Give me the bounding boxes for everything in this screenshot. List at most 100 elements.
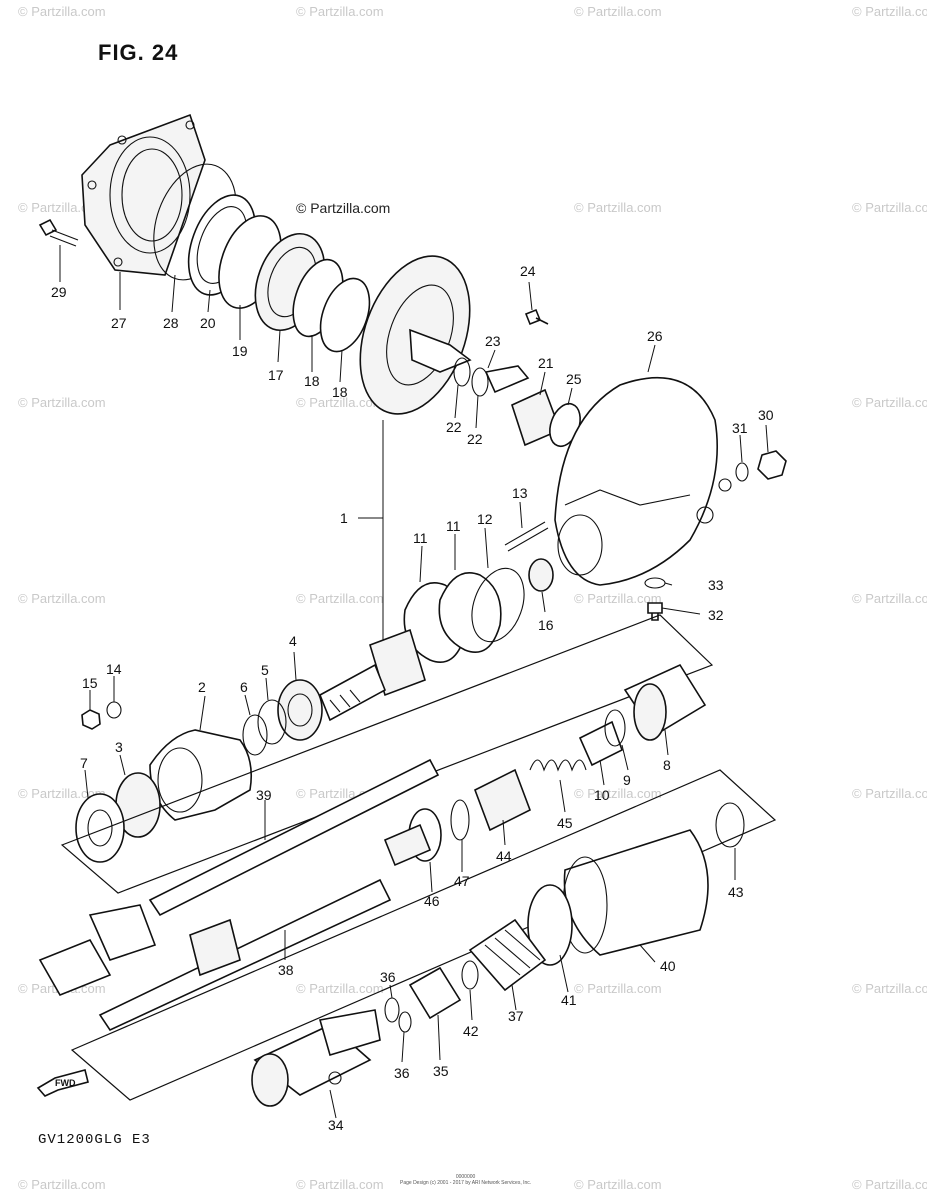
callout-2: 2 <box>198 679 206 695</box>
part-10-yoke <box>578 720 623 767</box>
callout-37: 37 <box>508 1008 524 1024</box>
part-44-damper-cam <box>473 768 532 832</box>
callout-39: 39 <box>256 787 272 803</box>
part-2-bearing-housing <box>149 729 253 821</box>
fwd-label: FWD <box>55 1078 76 1088</box>
callout-7: 7 <box>80 755 88 771</box>
callout-10: 10 <box>594 787 610 803</box>
part-42-circlip <box>461 960 479 990</box>
part-9-seal <box>604 709 626 747</box>
callout-34: 34 <box>328 1117 344 1133</box>
watermark: © Partzilla.com <box>18 395 106 410</box>
part-34-universal-joint <box>251 1009 381 1107</box>
part-43-o-ring <box>715 802 745 848</box>
watermark: © Partzilla.com <box>852 981 927 996</box>
footer-copyright: Page Design (c) 2001 - 2017 by ARI Netwo… <box>400 1180 532 1186</box>
watermark: © Partzilla.com <box>18 786 106 801</box>
part-6-shim <box>242 714 268 756</box>
callout-22b: 22 <box>467 431 483 447</box>
part-14-washer <box>106 701 122 719</box>
callout-5: 5 <box>261 662 269 678</box>
callout-33: 33 <box>708 577 724 593</box>
watermark: © Partzilla.com <box>296 981 384 996</box>
callout-32: 32 <box>708 607 724 623</box>
part-15-nut <box>81 709 101 730</box>
part-36-circlip <box>384 997 400 1023</box>
callout-38: 38 <box>278 962 294 978</box>
copyright-notice: © Partzilla.com <box>296 200 391 216</box>
callout-24: 24 <box>520 263 536 279</box>
callout-14: 14 <box>106 661 122 677</box>
part-1-ring-gear <box>359 255 472 415</box>
page-footer: 0000000 Page Design (c) 2001 - 2017 by A… <box>400 1174 531 1186</box>
footer-code: 0000000 <box>455 1174 476 1180</box>
watermark: © Partzilla.com <box>852 786 927 801</box>
forward-arrow-icon <box>36 1069 89 1097</box>
callout-26: 26 <box>647 328 663 344</box>
callout-25: 25 <box>566 371 582 387</box>
part-22-shim-2 <box>471 367 489 397</box>
part-1-pinion-gear <box>318 628 426 722</box>
watermark: © Partzilla.com <box>574 4 662 19</box>
watermark: © Partzilla.com <box>574 1177 662 1192</box>
part-31-gasket <box>735 462 749 482</box>
callout-13: 13 <box>512 485 528 501</box>
callout-1: 1 <box>340 510 348 526</box>
callout-30: 30 <box>758 407 774 423</box>
callout-16: 16 <box>538 617 554 633</box>
callout-36a: 36 <box>380 969 396 985</box>
callout-18b: 18 <box>332 384 348 400</box>
watermark: © Partzilla.com <box>852 1177 927 1192</box>
watermark: © Partzilla.com <box>852 591 927 606</box>
callout-27: 27 <box>111 315 127 331</box>
watermark: © Partzilla.com <box>852 395 927 410</box>
part-37-boot <box>468 918 547 992</box>
part-41-seal <box>527 884 573 966</box>
part-36-circlip-2 <box>398 1011 412 1033</box>
callout-4: 4 <box>289 633 297 649</box>
callout-45: 45 <box>557 815 573 831</box>
watermark: © Partzilla.com <box>296 4 384 19</box>
part-23-lock-plate <box>484 365 530 394</box>
part-39-propeller-shaft <box>148 758 440 917</box>
callout-12: 12 <box>477 511 493 527</box>
callout-labels: 1 2 3 4 5 6 7 8 9 10 11 11 12 13 14 15 1… <box>51 263 774 1133</box>
callout-29: 29 <box>51 284 67 300</box>
callout-18a: 18 <box>304 373 320 389</box>
part-27-cover-plate <box>81 113 206 276</box>
callout-42: 42 <box>463 1023 479 1039</box>
callout-8: 8 <box>663 757 671 773</box>
part-22-shim <box>453 357 471 387</box>
callout-20: 20 <box>200 315 216 331</box>
callout-43: 43 <box>728 884 744 900</box>
callout-44: 44 <box>496 848 512 864</box>
watermark: © Partzilla.com <box>296 591 384 606</box>
part-45-spring <box>529 759 587 772</box>
watermark: © Partzilla.com <box>852 4 927 19</box>
callout-17: 17 <box>268 367 284 383</box>
watermark: © Partzilla.com <box>574 591 662 606</box>
figure-title: FIG. 24 <box>98 40 179 65</box>
callout-35: 35 <box>433 1063 449 1079</box>
watermark: © Partzilla.com <box>574 786 662 801</box>
callout-47: 47 <box>454 873 470 889</box>
callout-11a: 11 <box>413 530 428 546</box>
callout-19: 19 <box>232 343 248 359</box>
callout-36b: 36 <box>394 1065 410 1081</box>
part-30-plug <box>757 450 787 480</box>
watermark: © Partzilla.com <box>18 4 106 19</box>
part-12-o-ring <box>471 567 525 643</box>
callout-15: 15 <box>82 675 98 691</box>
callout-46: 46 <box>424 893 440 909</box>
callout-9: 9 <box>623 772 631 788</box>
part-5-shim <box>257 699 287 745</box>
part-33-washer <box>644 577 666 589</box>
callout-28: 28 <box>163 315 179 331</box>
callout-22a: 22 <box>446 419 462 435</box>
watermark: © Partzilla.com <box>18 1177 106 1192</box>
watermark: © Partzilla.com <box>296 1177 384 1192</box>
part-16-bearing <box>528 558 554 592</box>
callout-41: 41 <box>561 992 577 1008</box>
watermark: © Partzilla.com <box>18 591 106 606</box>
